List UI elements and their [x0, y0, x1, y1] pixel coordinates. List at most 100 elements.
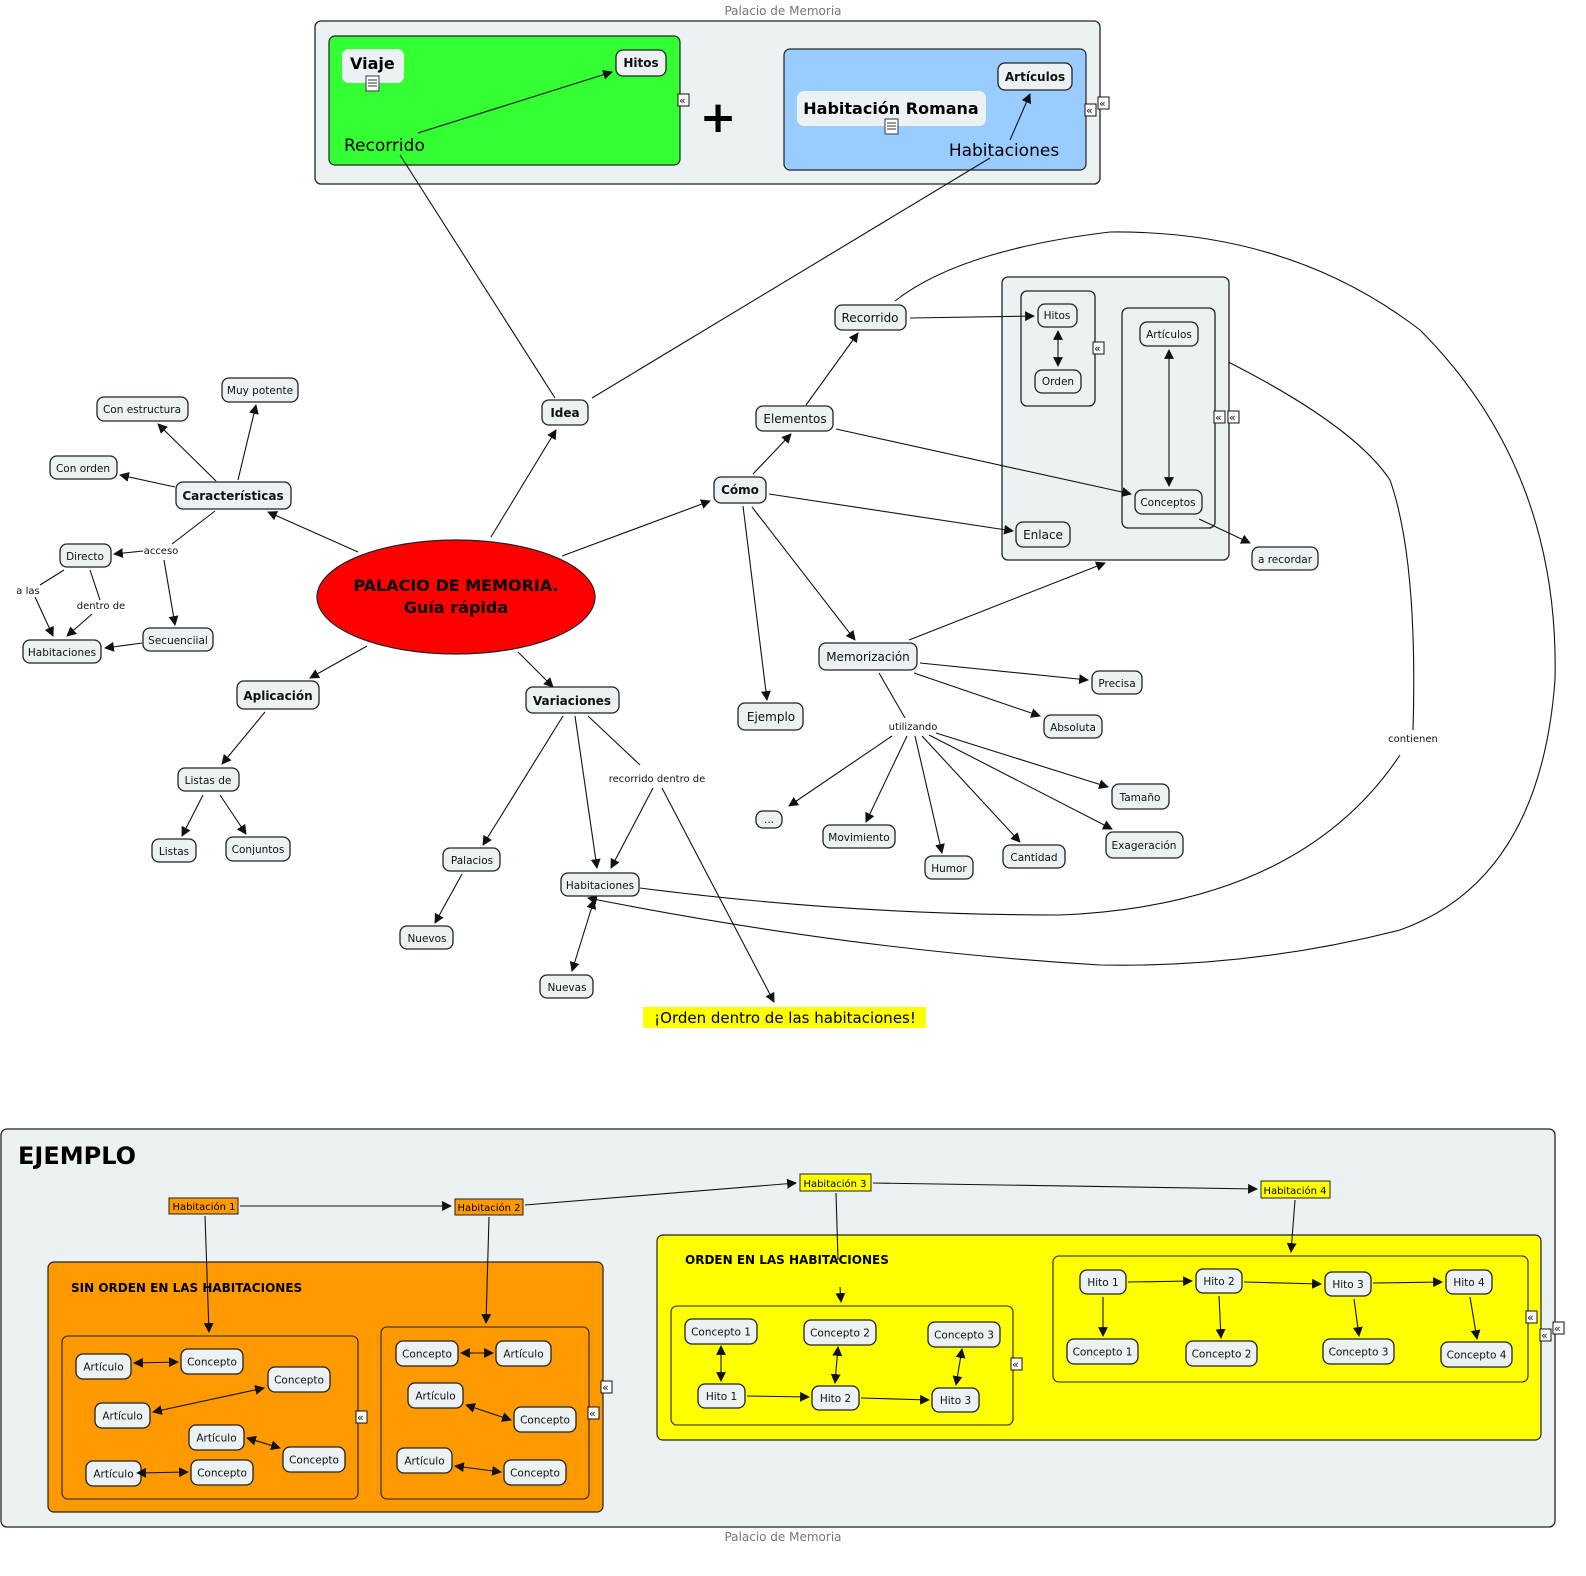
edge [246, 1435, 281, 1451]
room4-hito-1[interactable]: Hito 1 [1079, 1269, 1127, 1295]
node-tamano[interactable]: Tamaño [1111, 783, 1170, 810]
sin-orden-concepto[interactable]: Concepto [282, 1446, 346, 1473]
sin-orden-articulo[interactable]: Artículo [396, 1447, 453, 1474]
node-absoluta[interactable]: Absoluta [1043, 714, 1103, 739]
node-habitaciones-left[interactable]: Habitaciones [22, 639, 102, 664]
node-palacios[interactable]: Palacios [442, 847, 501, 872]
sin-orden-concepto[interactable]: Concepto [180, 1348, 244, 1375]
node-enlace[interactable]: Enlace [1015, 521, 1071, 548]
node-caracteristicas[interactable]: Características [175, 481, 292, 510]
svg-text:Variaciones: Variaciones [533, 694, 611, 708]
svg-text:Hitos: Hitos [623, 56, 658, 70]
expand-icon[interactable]: « [1084, 103, 1097, 117]
node-con-orden[interactable]: Con orden [49, 455, 118, 480]
node-elementos[interactable]: Elementos [755, 405, 834, 432]
expand-icon[interactable]: « [1092, 341, 1105, 355]
node-romana-articulos[interactable]: Artículos [997, 62, 1073, 91]
node-memorizacion[interactable]: Memorización [818, 642, 918, 671]
expand-icon[interactable]: « [1539, 1328, 1552, 1342]
node-habitaciones-var[interactable]: Habitaciones [560, 872, 640, 897]
node-directo[interactable]: Directo [59, 543, 112, 568]
room4-hito-2[interactable]: Hito 2 [1195, 1268, 1243, 1294]
sin-orden-concepto[interactable]: Concepto [267, 1366, 331, 1393]
node-idea[interactable]: Idea [541, 399, 589, 426]
room3-concepto-2[interactable]: Concepto 2 [803, 1319, 877, 1346]
expand-icon[interactable]: « [1213, 410, 1226, 424]
sin-orden-concepto[interactable]: Concepto [503, 1459, 567, 1486]
sin-orden-articulo[interactable]: Artículo [188, 1424, 245, 1451]
edge [805, 332, 859, 406]
sin-orden-articulo[interactable]: Artículo [75, 1353, 132, 1380]
room-4[interactable]: Habitación 4 [1260, 1180, 1331, 1199]
node-listas-de[interactable]: Listas de [177, 767, 240, 792]
room-3[interactable]: Habitación 3 [799, 1173, 872, 1192]
node-como[interactable]: Cómo [713, 476, 767, 504]
expand-icon[interactable]: « [1525, 1310, 1538, 1324]
sin-orden-articulo[interactable]: Artículo [94, 1402, 151, 1429]
room4-concepto-3[interactable]: Concepto 3 [1322, 1338, 1395, 1365]
node-aplicacion[interactable]: Aplicación [236, 680, 320, 710]
node-exageracion[interactable]: Exageración [1105, 831, 1184, 859]
room4-hito-4[interactable]: Hito 4 [1445, 1269, 1493, 1295]
expand-icon[interactable]: « [600, 1380, 613, 1394]
node-ejemplo[interactable]: Ejemplo [737, 702, 804, 731]
expand-icon[interactable]: « [355, 1410, 368, 1424]
svg-text:Listas de: Listas de [185, 775, 232, 787]
node-hitos[interactable]: Hitos [1037, 303, 1078, 328]
svg-text:«: « [357, 1411, 364, 1424]
node-orden[interactable]: Orden [1034, 369, 1082, 394]
node-viaje-hitos[interactable]: Hitos [615, 49, 667, 77]
node-articulos[interactable]: Artículos [1139, 321, 1199, 347]
node-a-recordar[interactable]: a recordar [1251, 546, 1319, 571]
central-node[interactable] [316, 539, 596, 655]
sin-orden-concepto[interactable]: Concepto [395, 1340, 459, 1367]
edge [1286, 1199, 1297, 1253]
edge [952, 1348, 966, 1386]
edge [1352, 1298, 1363, 1337]
expand-icon[interactable]: « [1097, 96, 1110, 110]
room4-concepto-4[interactable]: Concepto 4 [1440, 1341, 1513, 1368]
expand-icon[interactable]: « [677, 93, 690, 107]
node-conceptos[interactable]: Conceptos [1134, 489, 1203, 515]
node-nuevos[interactable]: Nuevos [399, 925, 454, 950]
expand-icon[interactable]: « [587, 1406, 600, 1420]
room4-concepto-2[interactable]: Concepto 2 [1185, 1340, 1258, 1367]
edge [89, 569, 101, 601]
node-nuevas[interactable]: Nuevas [539, 974, 594, 999]
room3-hito-1[interactable]: Hito 1 [697, 1383, 746, 1409]
document-icon[interactable] [365, 75, 380, 92]
room4-concepto-1[interactable]: Concepto 1 [1066, 1338, 1139, 1365]
sin-orden-articulo[interactable]: Artículo [495, 1340, 552, 1367]
edge [465, 1403, 512, 1422]
room-2[interactable]: Habitación 2 [454, 1198, 524, 1216]
room3-hito-3[interactable]: Hito 3 [931, 1387, 980, 1413]
document-icon[interactable] [884, 118, 899, 135]
room3-concepto-3[interactable]: Concepto 3 [927, 1321, 1001, 1348]
node-ellipsis[interactable]: ... [755, 810, 783, 829]
node-cantidad[interactable]: Cantidad [1002, 844, 1066, 869]
node-movimiento[interactable]: Movimiento [822, 824, 896, 849]
expand-icon[interactable]: « [1552, 1321, 1565, 1335]
sin-orden-concepto[interactable]: Concepto [513, 1406, 577, 1433]
node-muy-potente[interactable]: Muy potente [221, 377, 299, 403]
node-variaciones[interactable]: Variaciones [525, 686, 620, 714]
room4-hito-3[interactable]: Hito 3 [1324, 1271, 1372, 1297]
svg-text:Hito 3: Hito 3 [1332, 1279, 1363, 1291]
node-humor[interactable]: Humor [924, 855, 974, 880]
room3-concepto-1[interactable]: Concepto 1 [684, 1318, 758, 1345]
sin-orden-articulo[interactable]: Artículo [407, 1382, 464, 1409]
node-secuencial[interactable]: Secuenciial [142, 627, 214, 652]
expand-icon[interactable]: « [1010, 1357, 1023, 1371]
node-precisa[interactable]: Precisa [1091, 670, 1143, 695]
expand-icon[interactable]: « [1227, 410, 1240, 424]
sin-orden-articulo[interactable]: Artículo [85, 1460, 142, 1487]
label-dentro-de: dentro de [77, 601, 125, 612]
node-listas[interactable]: Listas [151, 838, 197, 863]
edge [1469, 1296, 1481, 1340]
node-conjuntos[interactable]: Conjuntos [225, 836, 291, 862]
node-recorrido[interactable]: Recorrido [834, 304, 907, 331]
sin-orden-concepto[interactable]: Concepto [190, 1459, 254, 1486]
room-1[interactable]: Habitación 1 [168, 1197, 239, 1215]
room3-hito-2[interactable]: Hito 2 [811, 1385, 860, 1411]
node-con-estructura[interactable]: Con estructura [96, 396, 189, 422]
